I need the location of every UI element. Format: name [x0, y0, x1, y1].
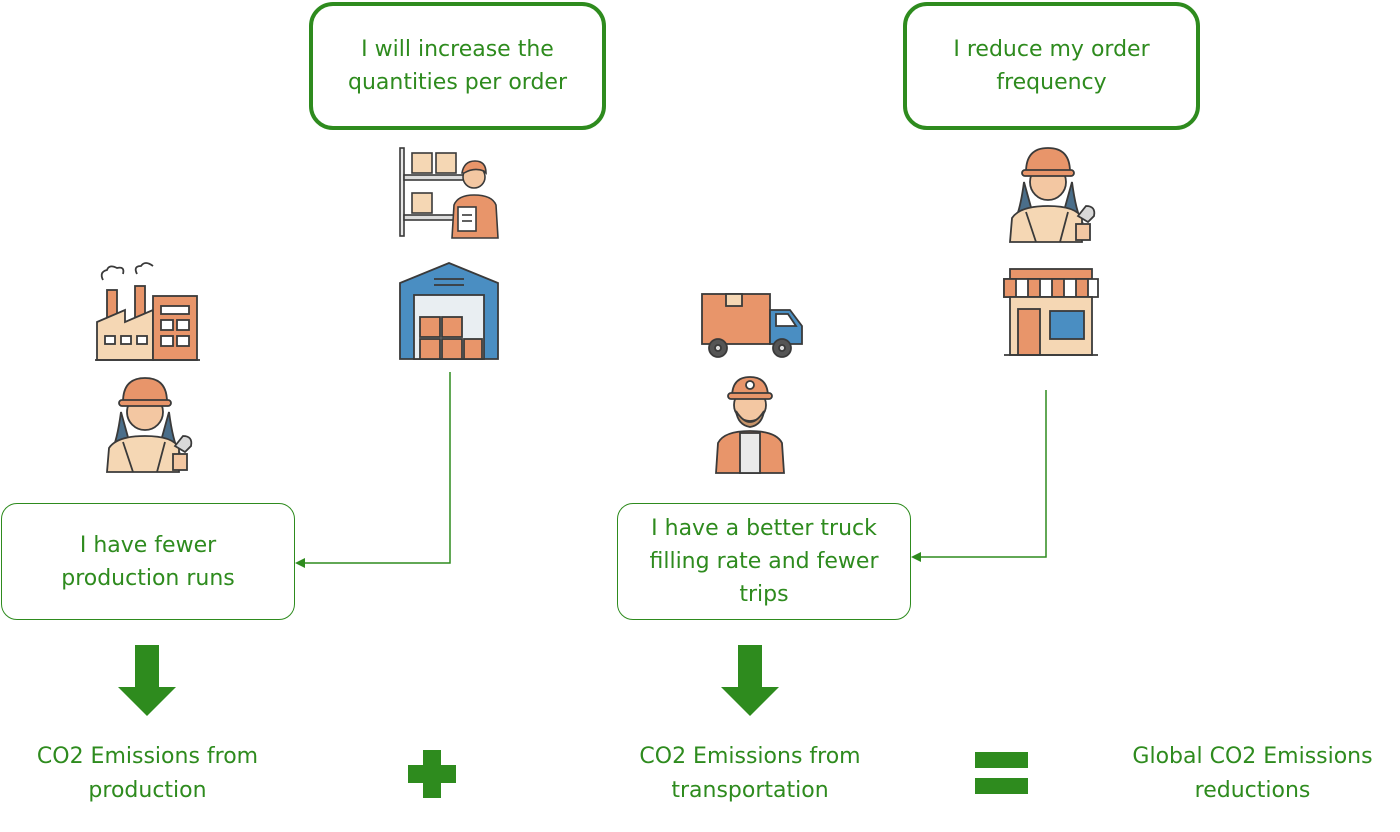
female-worker-icon-2 [1009, 147, 1096, 243]
equals-icon [975, 752, 1028, 794]
store-icon [1003, 268, 1099, 356]
connector-store-to-filling [919, 390, 1047, 558]
result-transportation: CO2 Emissions from transportation [639, 744, 861, 803]
truck-driver-icon [715, 376, 785, 474]
warehouse-icon [399, 262, 499, 360]
female-worker-icon [106, 377, 193, 473]
result-global: Global CO2 Emissions reductions [1132, 744, 1373, 803]
box-increase-quantities: I will increase the quantities per order [309, 2, 606, 130]
down-arrow-production [118, 645, 176, 716]
box-increase-quantities-text: I will increase the quantities per order [347, 37, 567, 95]
box-fewer-runs: I have fewer production runs [1, 503, 295, 620]
box-better-filling-text: I have a better truck filling rate and f… [649, 516, 879, 607]
warehouse-worker-icon [399, 147, 499, 239]
connector-warehouse-to-runs [303, 372, 451, 564]
box-fewer-runs-text: I have fewer production runs [61, 532, 235, 591]
connector-arrowhead-right [911, 552, 921, 562]
box-reduce-frequency-text: I reduce my order frequency [953, 37, 1150, 95]
down-arrow-transportation [721, 645, 779, 716]
box-reduce-frequency: I reduce my order frequency [903, 2, 1200, 130]
connector-arrowhead-left [295, 558, 305, 568]
delivery-truck-icon [701, 293, 803, 358]
box-better-filling: I have a better truck filling rate and f… [617, 503, 911, 620]
result-production: CO2 Emissions from production [36, 744, 259, 803]
plus-icon [408, 750, 456, 798]
factory-icon [95, 262, 200, 361]
